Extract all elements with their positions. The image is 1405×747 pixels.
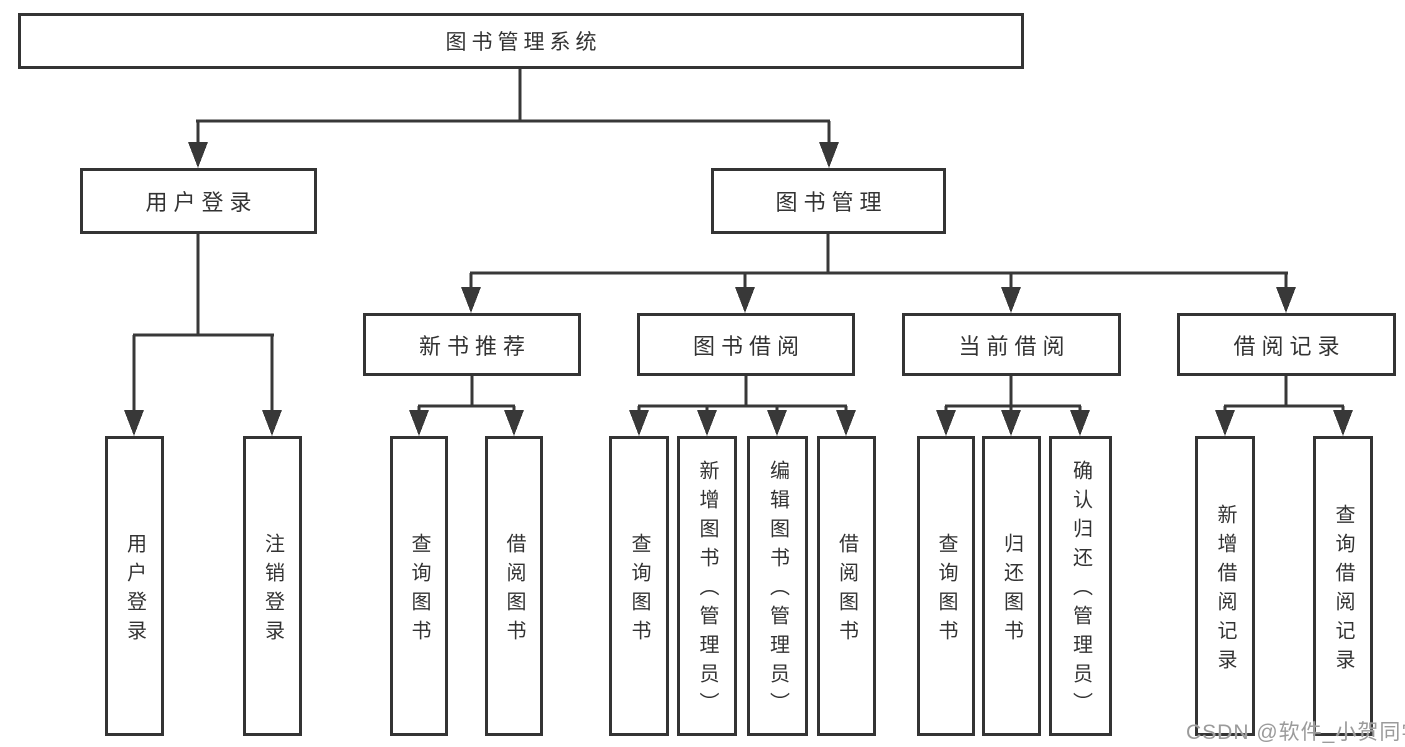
node-new-book-recommend: 新书推荐	[363, 313, 581, 376]
connector-recommend-to-leaves	[409, 376, 524, 436]
leaf-query-borrow-record: 查询借阅记录	[1313, 436, 1373, 736]
connector-root-to-level2	[188, 69, 839, 168]
node-label: 注销登录	[261, 532, 284, 649]
leaf-add-book-admin: 新增图书（管理员）	[677, 436, 737, 736]
leaf-borrow-books-recommend: 借阅图书	[485, 436, 543, 736]
connector-borrow-to-leaves	[629, 376, 856, 436]
node-label: 图书管理	[775, 190, 888, 215]
watermark-text: CSDN @软件_小贺同学	[1186, 721, 1405, 744]
node-label: 图书管理系统	[445, 31, 602, 54]
leaf-query-books-recommend: 查询图书	[390, 436, 448, 736]
node-label: 用户登录	[145, 190, 258, 215]
node-user-login: 用户登录	[80, 168, 317, 234]
node-label: 编辑图书（管理员）	[766, 460, 789, 721]
node-label: 新书推荐	[418, 333, 531, 359]
leaf-return-book: 归还图书	[982, 436, 1041, 736]
node-label: 借阅图书	[503, 532, 525, 649]
node-book-borrow: 图书借阅	[637, 313, 855, 376]
leaf-query-books-borrow: 查询图书	[609, 436, 669, 736]
connector-book-management-to-level3	[461, 234, 1296, 313]
leaf-logout: 注销登录	[243, 436, 302, 736]
node-label: 当前借阅	[958, 333, 1071, 359]
leaf-query-books-current: 查询图书	[917, 436, 975, 736]
node-label: 图书借阅	[692, 333, 805, 359]
connector-records-to-leaves	[1215, 376, 1353, 436]
node-label: 用户登录	[123, 532, 146, 649]
node-label: 查询图书	[935, 532, 957, 649]
node-current-borrow: 当前借阅	[902, 313, 1121, 376]
node-label: 确认归还（管理员）	[1069, 460, 1092, 721]
node-library-system: 图书管理系统	[18, 13, 1024, 69]
node-label: 新增借阅记录	[1214, 503, 1236, 678]
node-label: 查询图书	[408, 532, 430, 649]
leaf-borrow-books: 借阅图书	[817, 436, 876, 736]
leaf-confirm-return-admin: 确认归还（管理员）	[1049, 436, 1112, 736]
node-label: 查询图书	[628, 532, 650, 649]
node-label: 查询借阅记录	[1332, 503, 1354, 678]
connector-current-to-leaves	[936, 376, 1090, 436]
connector-user-login-to-leaves	[124, 234, 282, 436]
leaf-edit-book-admin: 编辑图书（管理员）	[747, 436, 808, 736]
node-label: 借阅记录	[1233, 333, 1346, 359]
node-borrow-records: 借阅记录	[1177, 313, 1396, 376]
leaf-add-borrow-record: 新增借阅记录	[1195, 436, 1255, 736]
leaf-user-login: 用户登录	[105, 436, 164, 736]
node-label: 归还图书	[1000, 532, 1023, 649]
node-book-management: 图书管理	[711, 168, 946, 234]
node-label: 借阅图书	[835, 532, 858, 649]
node-label: 新增图书（管理员）	[696, 460, 718, 721]
